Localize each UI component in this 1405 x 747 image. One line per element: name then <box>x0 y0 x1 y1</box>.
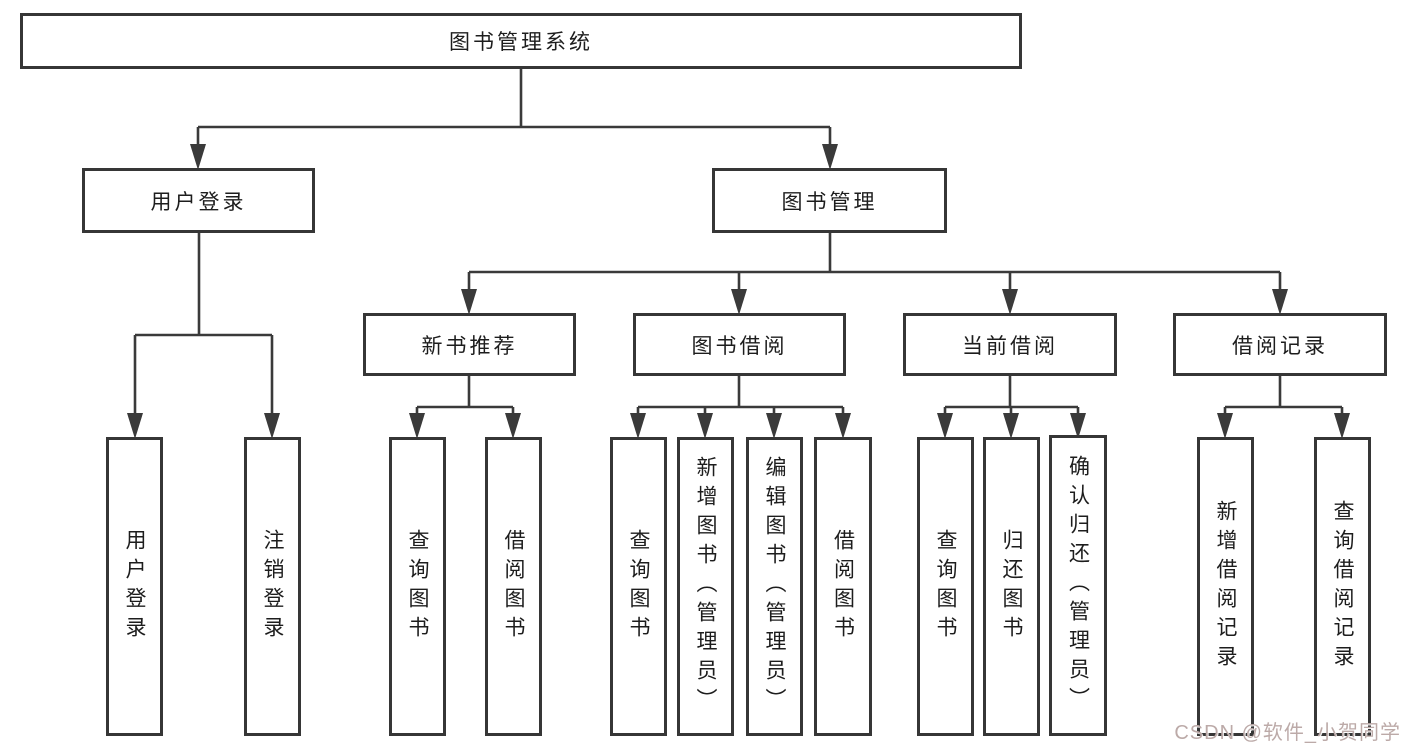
leaf-current-query-books: 查询图书 <box>917 437 974 736</box>
leaf-current-confirm-return-admin: 确认归还（管理员） <box>1049 435 1107 736</box>
node-book-management: 图书管理 <box>712 168 947 233</box>
node-current-borrowing: 当前借阅 <box>903 313 1117 376</box>
leaf-current-return-books: 归还图书 <box>983 437 1040 736</box>
node-book-borrowing: 图书借阅 <box>633 313 846 376</box>
node-user-login: 用户登录 <box>82 168 315 233</box>
leaf-records-add-record: 新增借阅记录 <box>1197 437 1254 736</box>
leaf-borrowing-query-books: 查询图书 <box>610 437 667 736</box>
csdn-watermark: CSDN @软件_小贺同学 <box>1174 722 1401 744</box>
node-borrowing-records: 借阅记录 <box>1173 313 1387 376</box>
leaf-borrowing-edit-books-admin: 编辑图书（管理员） <box>746 437 803 736</box>
leaf-recommend-query-books: 查询图书 <box>389 437 446 736</box>
leaf-logout: 注销登录 <box>244 437 301 736</box>
leaf-recommend-borrow-books: 借阅图书 <box>485 437 542 736</box>
leaf-borrowing-borrow-books: 借阅图书 <box>814 437 872 736</box>
node-new-book-recommend: 新书推荐 <box>363 313 576 376</box>
leaf-borrowing-add-books-admin: 新增图书（管理员） <box>677 437 734 736</box>
leaf-records-query-record: 查询借阅记录 <box>1314 437 1371 736</box>
leaf-user-login: 用户登录 <box>106 437 163 736</box>
node-root-library-system: 图书管理系统 <box>20 13 1022 69</box>
